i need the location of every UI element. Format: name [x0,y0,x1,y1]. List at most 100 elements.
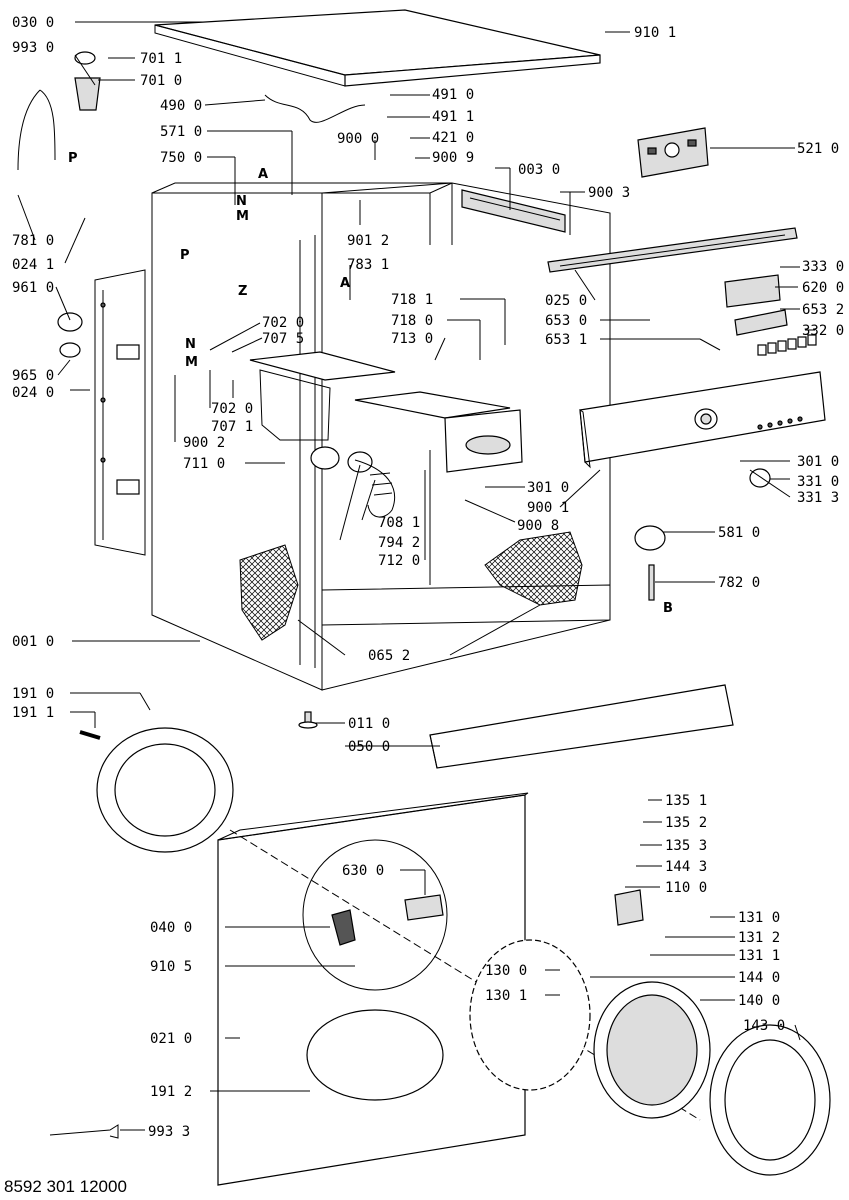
part-label: 491 1 [432,109,474,125]
reference-letter: N [236,194,247,209]
part-label: 965 0 [12,368,54,384]
door-inner-frame [469,939,591,1091]
filter-ring [59,342,81,358]
part-label: 900 2 [183,435,225,451]
part-label: 993 3 [148,1124,190,1140]
kick-plate [429,684,734,769]
diagram-reference-number: 8592 301 12000 [4,1177,127,1196]
detergent-dispenser [249,351,396,473]
reference-letter: A [258,167,268,182]
part-label: 332 0 [802,323,844,339]
part-label: 025 0 [545,293,587,309]
bellows-hose [354,459,396,518]
part-label: 707 5 [262,331,304,347]
part-label: 144 3 [665,859,707,875]
part-label: 713 0 [391,331,433,347]
part-label: 701 0 [140,73,182,89]
part-label: 910 5 [150,959,192,975]
part-label: 131 1 [738,948,780,964]
display-board [724,274,817,356]
part-label: 707 1 [211,419,253,435]
part-label: 653 0 [545,313,587,329]
pressure-switch [634,525,666,551]
adjustable-foot [298,711,318,729]
part-label: 653 2 [802,302,844,318]
door-seal [96,727,234,853]
hinge [404,894,444,921]
part-label: 003 0 [518,162,560,178]
rear-rail [461,189,566,233]
part-label: 490 0 [160,98,202,114]
part-label: 993 0 [12,40,54,56]
part-label: 333 0 [802,259,844,275]
part-label: 030 0 [12,15,54,31]
leader-lines [17,21,815,1131]
part-label: 781 0 [12,233,54,249]
front-panel [217,792,701,1186]
part-label: 024 1 [12,257,54,273]
part-label: 065 2 [368,648,410,664]
reference-letter: B [663,601,673,616]
reference-letter: A [340,276,350,291]
part-label: 135 3 [665,838,707,854]
part-label: 718 0 [391,313,433,329]
part-label: 701 1 [140,51,182,67]
part-label: 711 0 [183,456,225,472]
reference-letter: M [236,209,249,224]
part-label: 191 0 [12,686,54,702]
part-label: 331 3 [797,490,839,506]
part-label: 900 3 [588,185,630,201]
part-label: 708 1 [378,515,420,531]
door-tie-wrench [49,1124,119,1139]
part-label: 521 0 [797,141,839,157]
part-label: 900 0 [337,131,379,147]
part-label: 331 0 [797,474,839,490]
part-label: 900 8 [517,518,559,534]
cable [264,94,366,123]
part-label: 961 0 [12,280,54,296]
reference-letter: M [185,355,198,370]
part-label: 144 0 [738,970,780,986]
reference-letter: Z [238,284,247,299]
door-handle [331,909,356,946]
part-label: 630 0 [342,863,384,879]
part-label: 130 1 [485,988,527,1004]
part-label: 712 0 [378,553,420,569]
reference-letter: N [185,337,196,352]
sensor-rod [648,564,655,601]
part-label: 794 2 [378,535,420,551]
part-label: 421 0 [432,130,474,146]
part-label: 653 1 [545,332,587,348]
part-label: 783 1 [347,257,389,273]
part-label: 131 0 [738,910,780,926]
part-label: 024 0 [12,385,54,401]
reference-letter: P [180,248,190,263]
insulation-pads [239,531,583,641]
part-label: 131 2 [738,930,780,946]
door-lock [614,889,644,926]
part-label: 491 0 [432,87,474,103]
cap [74,51,96,65]
part-label: 110 0 [665,880,707,896]
part-label: 140 0 [738,993,780,1009]
push-buttons [757,334,817,356]
part-label: 040 0 [150,920,192,936]
part-label: 702 0 [211,401,253,417]
part-label: 191 2 [150,1084,192,1100]
part-label: 901 2 [347,233,389,249]
top-plate [154,9,601,87]
part-label: 750 0 [160,150,202,166]
part-label: 301 0 [797,454,839,470]
control-board [637,127,709,178]
detergent-drawer [354,391,523,473]
reference-letter: P [68,151,78,166]
filter [57,312,83,332]
part-label: 900 9 [432,150,474,166]
part-label: 571 0 [160,124,202,140]
part-label: 050 0 [348,739,390,755]
part-label: 581 0 [718,525,760,541]
part-label: 001 0 [12,634,54,650]
part-label: 135 2 [665,815,707,831]
